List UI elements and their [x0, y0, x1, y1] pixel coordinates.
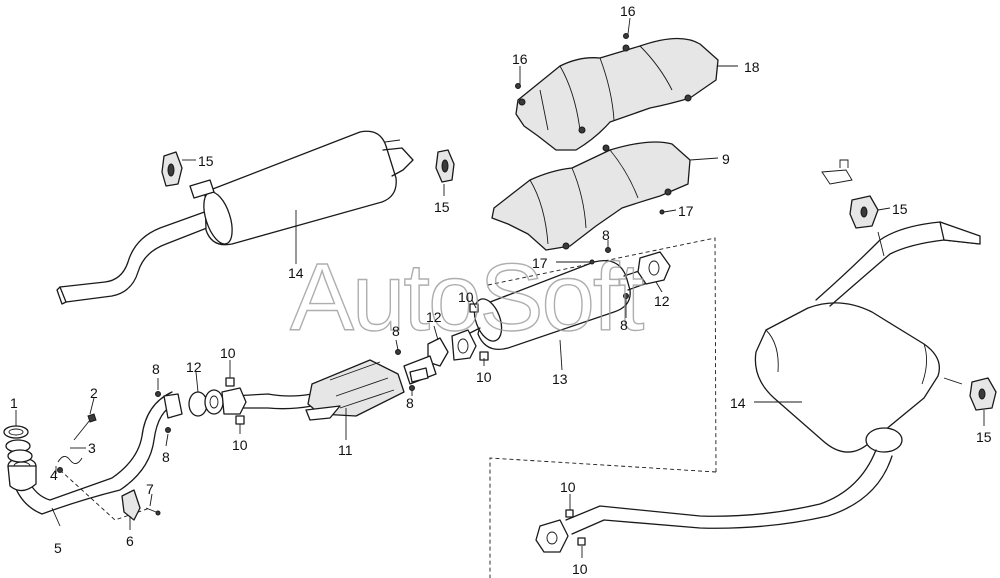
callout-8-muffler-upper: 8 [602, 227, 610, 243]
hanger-rubber-upper-left [161, 151, 183, 187]
hanger-rubber-right-lower [969, 377, 997, 411]
callout-leaders [15, 17, 985, 558]
callout-15-right-upper: 15 [892, 201, 908, 217]
callout-17-right: 17 [678, 203, 694, 219]
callout-10-rear-upper: 10 [560, 479, 576, 495]
callout-4: 4 [50, 467, 58, 483]
callout-10-front-lower: 10 [232, 437, 248, 453]
callout-8-cat-lower: 8 [406, 395, 414, 411]
rear-pipe-muffler-upper [56, 130, 414, 305]
front-spring-3 [57, 456, 83, 464]
callout-18: 18 [744, 59, 760, 75]
callout-5: 5 [54, 540, 62, 556]
watermark-text: AutoSoft [290, 244, 644, 351]
callout-10-muffler-upper: 10 [458, 289, 474, 305]
fastener-dots [155, 33, 665, 433]
callout-15-upper-left: 15 [198, 153, 214, 169]
callout-15-upper-mid: 15 [434, 199, 450, 215]
callout-2: 2 [90, 385, 98, 401]
callout-14-lower: 14 [730, 395, 746, 411]
callout-16-left: 16 [512, 51, 528, 67]
callout-12-front: 12 [186, 359, 202, 375]
callout-10-front-upper: 10 [220, 345, 236, 361]
callout-10-muffler-lower: 10 [476, 369, 492, 385]
center-muffler [467, 259, 651, 351]
callout-8-front-upper: 8 [152, 361, 160, 377]
callout-labels: 1 2 3 4 5 6 7 8 8 8 8 8 8 9 10 10 10 10 … [10, 3, 992, 577]
callout-17-left: 17 [532, 255, 548, 271]
callout-16-top: 16 [620, 3, 636, 19]
front-bracket-6 [121, 489, 141, 521]
front-bolt-2 [73, 413, 97, 441]
callout-11: 11 [338, 442, 353, 458]
callout-15-right-lower: 15 [976, 429, 992, 445]
callout-12-right: 12 [654, 293, 670, 309]
front-nut-4 [57, 467, 63, 473]
front-flange-stack [5, 439, 33, 463]
callout-12-center: 12 [426, 309, 442, 325]
callout-8-cat-upper: 8 [392, 323, 400, 339]
callout-6: 6 [126, 533, 134, 549]
callout-3: 3 [88, 440, 96, 456]
callout-8-muffler-lower: 8 [620, 317, 628, 333]
flange-gasket-right-upper [637, 251, 671, 285]
heat-shield-lower [491, 141, 691, 251]
callout-7: 7 [146, 481, 154, 497]
hanger-rubber-upper-mid [435, 149, 455, 183]
callout-8-front-lower: 8 [162, 449, 170, 465]
front-bolt-7 [145, 507, 161, 516]
flange-gasket-left [188, 387, 247, 417]
callout-9: 9 [722, 151, 730, 167]
callout-14-upper: 14 [288, 265, 304, 281]
front-gasket-ring [3, 425, 29, 439]
heat-shield-upper [515, 37, 719, 151]
front-clamp-8 [163, 393, 183, 419]
rear-muffler-right [535, 221, 981, 553]
callout-13: 13 [552, 371, 568, 387]
callout-10-rear-lower: 10 [572, 561, 588, 577]
hanger-rubber-right-upper [821, 159, 879, 229]
callout-1: 1 [10, 395, 18, 411]
catalytic-converter [231, 355, 437, 421]
